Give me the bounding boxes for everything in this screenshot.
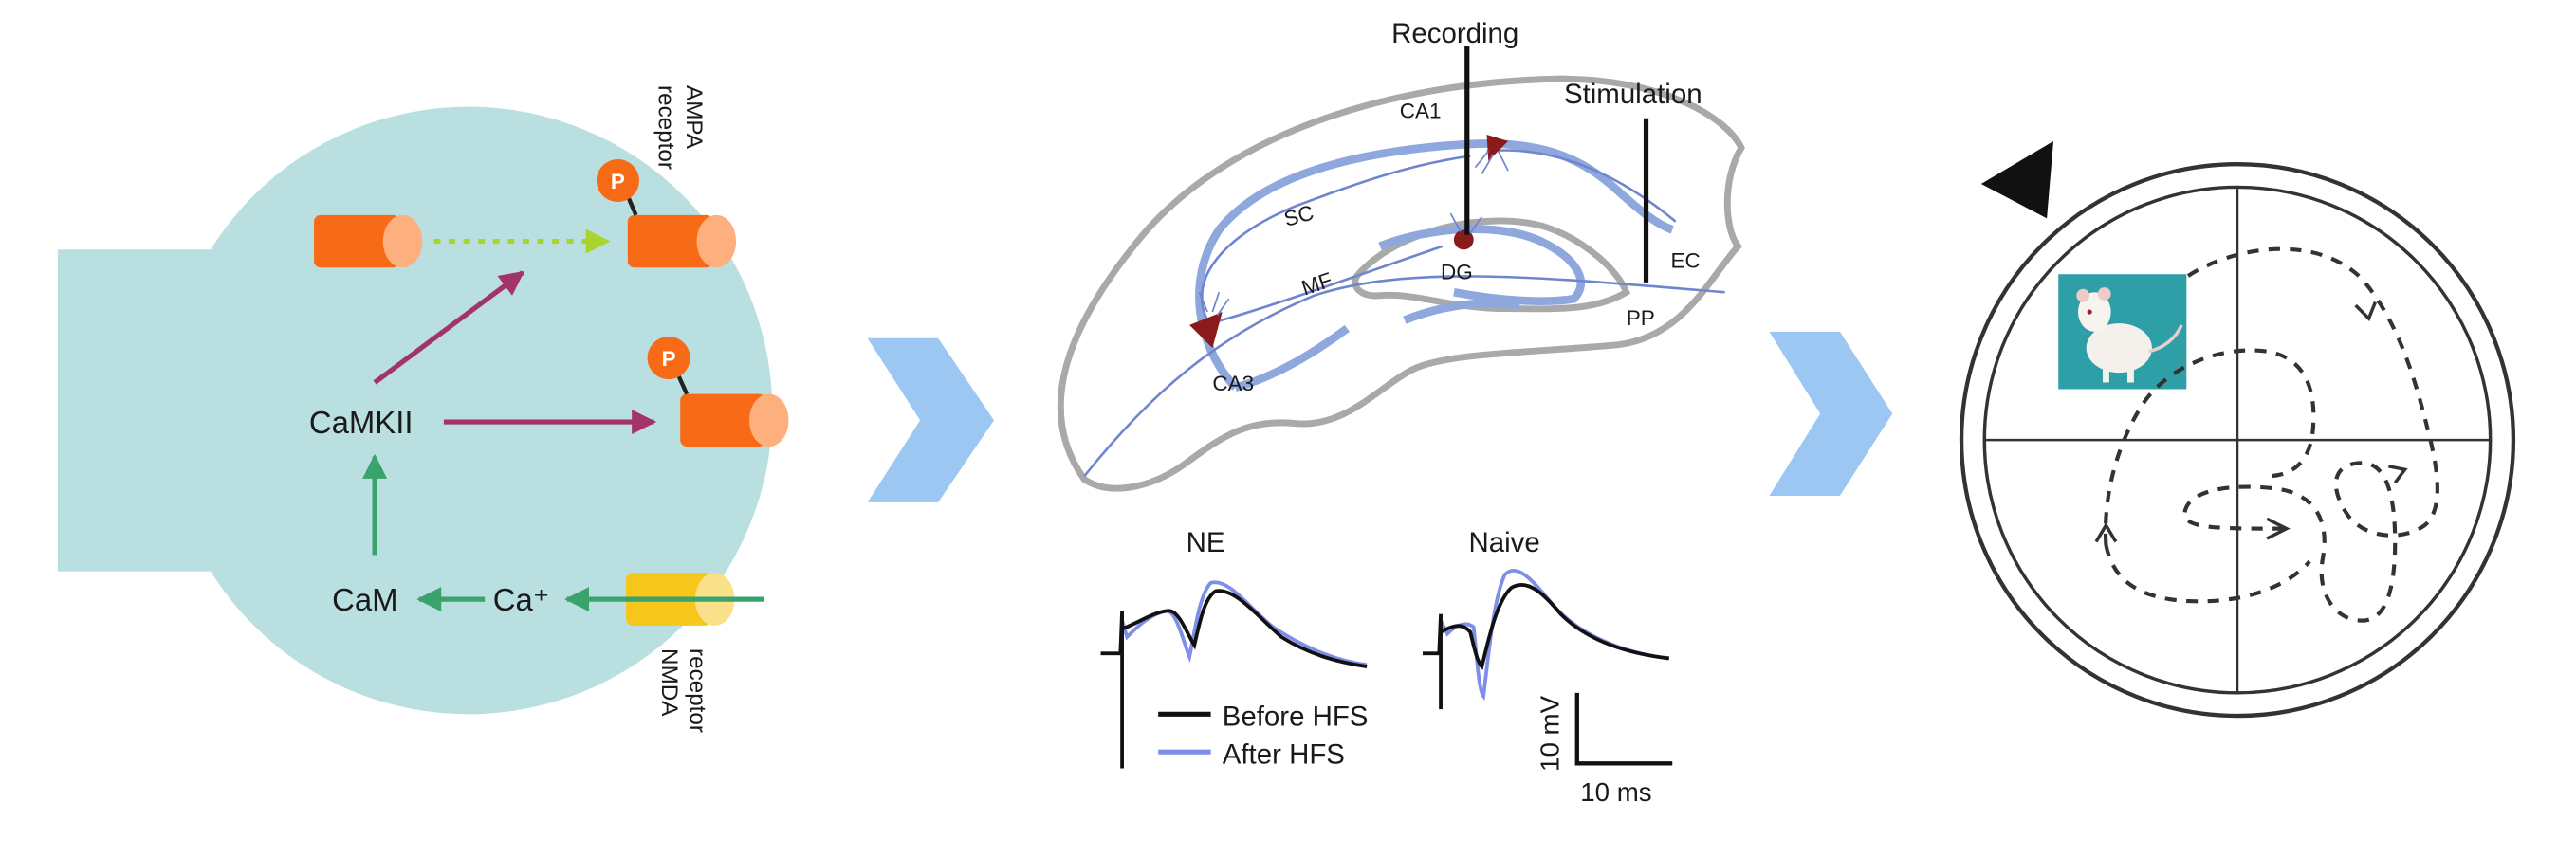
- calcium-label: Ca⁺: [493, 582, 549, 617]
- dentate-gyrus-outline: [1352, 217, 1631, 313]
- naive-trace-after: [1423, 569, 1669, 702]
- phosphate-label-top: P: [611, 170, 625, 193]
- nmda-label-line2: receptor: [685, 648, 710, 733]
- scale-x-label: 10 ms: [1580, 777, 1651, 807]
- ampa-receptor-inactive: [314, 214, 423, 268]
- start-pointer-icon: [1980, 140, 2054, 219]
- ca3-neuron: [1189, 312, 1223, 349]
- flow-arrow-1: [867, 337, 995, 502]
- mossy-fiber: [1215, 245, 1444, 323]
- nmda-label-line1: NMDA: [656, 648, 682, 717]
- ampa-receptor-phosphorylated: P: [647, 337, 789, 447]
- ampa-receptor-membrane: P: [596, 158, 737, 268]
- hippocampus-outline: [1057, 75, 1745, 492]
- mf-label: MF: [1298, 268, 1335, 301]
- legend-before-label: Before HFS: [1223, 701, 1369, 732]
- ampa-label-line1: AMPA: [681, 85, 707, 150]
- flow-arrow-2: [1769, 331, 1893, 497]
- swim-path: [2182, 246, 2439, 623]
- naive-title: Naive: [1468, 527, 1539, 558]
- phosphate-badge-top: [596, 158, 639, 203]
- legend-after-label: After HFS: [1223, 738, 1345, 770]
- ne-title: NE: [1187, 527, 1225, 558]
- maze-outer-wall: [1959, 162, 2516, 719]
- synapse-panel: P AMPA receptor P NMDA receptor: [57, 85, 789, 733]
- ec-fiber: [1486, 149, 1677, 223]
- swim-path-lower: [2104, 544, 2311, 604]
- hippocampus-panel: Recording Stimulation CA1 CA3 SC MF DG P…: [1057, 18, 1745, 492]
- traces-panel: NE Naive Before HFS After HFS 10 mV 10 m…: [1100, 527, 1673, 807]
- scale-y-label: 10 mV: [1536, 695, 1565, 772]
- perforant-path: [1083, 275, 1725, 478]
- naive-trace-before: [1423, 583, 1669, 710]
- ampa-receptor-label: AMPA receptor: [653, 85, 707, 170]
- ec-label: EC: [1671, 248, 1701, 272]
- ca-pyramidal-layer: [1195, 139, 1674, 391]
- nmda-receptor-label: NMDA receptor: [656, 648, 709, 733]
- water-maze-panel: [1959, 140, 2516, 719]
- phosphate-label-mid: P: [662, 347, 676, 371]
- ca1-neuron: [1486, 135, 1509, 161]
- scale-bar: [1574, 692, 1673, 766]
- camkii-label: CaMKII: [309, 405, 414, 440]
- dg-lower-blade: [1403, 299, 1520, 324]
- dendrites: [1198, 150, 1509, 317]
- pp-label: PP: [1627, 306, 1655, 330]
- ne-trace-before: [1100, 589, 1368, 769]
- stimulation-label: Stimulation: [1564, 79, 1702, 110]
- rat-image: [2058, 274, 2187, 390]
- ca1-label: CA1: [1400, 100, 1442, 123]
- cam-label: CaM: [332, 582, 397, 617]
- recording-label: Recording: [1391, 18, 1518, 49]
- path-direction-arrows: [2094, 301, 2408, 543]
- dg-label: DG: [1441, 260, 1473, 283]
- ca3-layer: [1234, 324, 1350, 392]
- phosphate-badge-mid: [647, 337, 690, 380]
- dg-granule-layer: [1378, 225, 1586, 305]
- ampa-label-line2: receptor: [653, 85, 679, 170]
- sc-label: SC: [1281, 201, 1316, 231]
- schaffer-collateral: [1200, 155, 1471, 330]
- swim-path-branch: [2103, 348, 2316, 546]
- camkii-to-trafficking-arrow: [373, 270, 525, 385]
- ca3-label: CA3: [1212, 372, 1254, 395]
